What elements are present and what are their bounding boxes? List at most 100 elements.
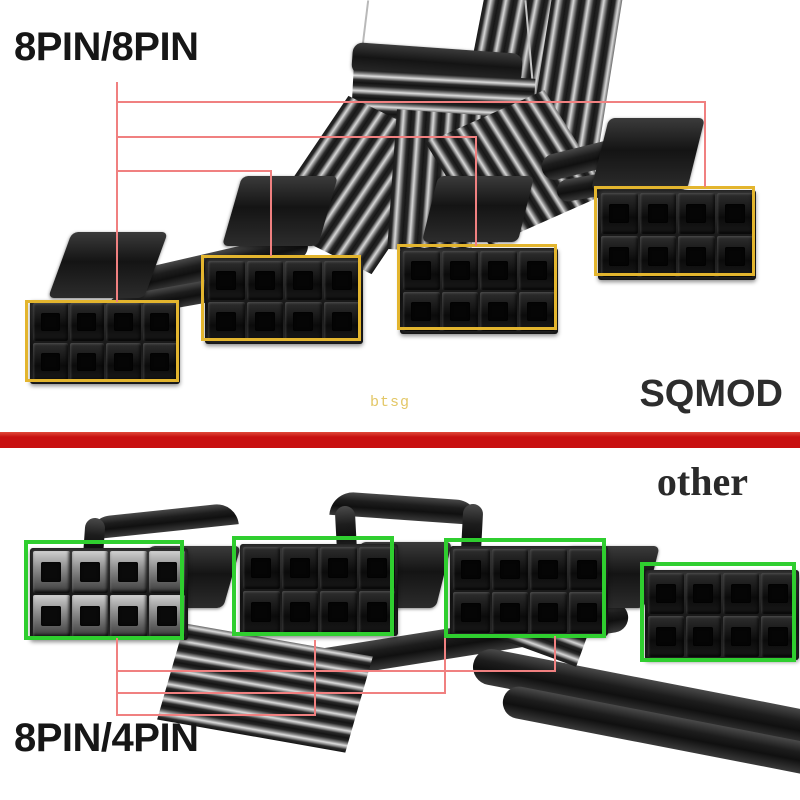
pin [639, 236, 676, 277]
pin [530, 549, 567, 590]
pin [601, 236, 638, 277]
highlight-box-top-1 [25, 300, 179, 382]
pin [285, 261, 322, 300]
connector-top-1 [30, 300, 180, 384]
pin [403, 292, 440, 331]
leader-vertical-bottom [116, 638, 118, 716]
arch-cable-left [87, 502, 239, 540]
highlight-box-bottom-3 [444, 538, 606, 638]
connector-bottom-2 [240, 544, 398, 636]
pin [518, 292, 555, 331]
pin [685, 616, 721, 657]
pin [243, 547, 280, 589]
pin [106, 343, 141, 381]
pin [71, 595, 108, 637]
highlight-box-top-2 [201, 255, 361, 341]
pin [142, 343, 177, 381]
cable-photo-bottom [0, 448, 800, 800]
leader-h-bottom-3 [116, 714, 316, 716]
leader-h-top-3 [116, 170, 271, 172]
pin [491, 549, 528, 590]
pin [358, 591, 395, 633]
pin [246, 302, 283, 341]
pin [320, 547, 357, 589]
highlight-box-bottom-2 [232, 536, 394, 636]
connector-top-3 [400, 248, 558, 334]
connector-bottom-3 [450, 546, 608, 636]
pin [760, 573, 796, 614]
pin [453, 592, 490, 633]
pin [106, 303, 141, 341]
pin [491, 592, 528, 633]
pin [246, 261, 283, 300]
pin [601, 193, 638, 234]
panel-top-8pin-8pin [25, 0, 756, 384]
pin [480, 292, 517, 331]
pin [243, 591, 280, 633]
pin [323, 302, 360, 341]
leader-h-top-1 [116, 101, 705, 103]
pin [208, 302, 245, 341]
pin [142, 303, 177, 341]
pin [33, 595, 70, 637]
leader-h-bottom-2 [116, 692, 446, 694]
pin [441, 292, 478, 331]
pin [148, 595, 185, 637]
highlight-box-top-3 [397, 244, 557, 330]
leader-h-top-2 [116, 136, 476, 138]
pin [568, 592, 605, 633]
pin [716, 193, 753, 234]
pin [320, 591, 357, 633]
pin [281, 547, 318, 589]
pin [723, 573, 759, 614]
pin [530, 592, 567, 633]
pin [403, 251, 440, 290]
label-bottom-connector-type: 8PIN/4PIN [14, 716, 199, 760]
shell-2 [221, 176, 339, 246]
pin [281, 591, 318, 633]
highlight-box-bottom-1 [24, 540, 184, 640]
pin [71, 551, 108, 593]
label-top-connector-type: 8PIN/8PIN [14, 25, 199, 69]
pin [568, 549, 605, 590]
pin [285, 302, 322, 341]
pin [639, 193, 676, 234]
pin [33, 303, 68, 341]
leader-v-top-2-end [475, 136, 477, 246]
pin [480, 251, 517, 290]
cable-photo-top [30, 0, 756, 384]
shell-4 [591, 118, 705, 190]
pin [648, 573, 684, 614]
shell-3 [421, 176, 535, 242]
leader-vertical-top [116, 82, 118, 302]
watermark-text: btsg [370, 394, 411, 411]
label-brand-other: other [656, 459, 748, 504]
leader-h-bottom-1 [116, 670, 556, 672]
divider-gloss [0, 432, 800, 437]
leader-v-top-3-end [270, 170, 272, 256]
leader-v-bottom-1-end [554, 636, 556, 672]
pin [678, 236, 715, 277]
pin [208, 261, 245, 300]
pin [723, 616, 759, 657]
pin [441, 251, 478, 290]
pin [69, 303, 104, 341]
pin [33, 343, 68, 381]
leader-v-bottom-3-end [314, 640, 316, 716]
pin [110, 595, 147, 637]
leader-v-bottom-2-end [444, 638, 446, 694]
section-divider [0, 432, 800, 448]
pin [323, 261, 360, 300]
pin [110, 551, 147, 593]
pin [358, 547, 395, 589]
pin [760, 616, 796, 657]
label-brand-sqmod: SQMOD [639, 373, 783, 415]
highlight-box-bottom-4 [640, 562, 796, 662]
pin [678, 193, 715, 234]
pin [716, 236, 753, 277]
pin [453, 549, 490, 590]
connector-bottom-1 [30, 548, 188, 640]
connector-top-2 [205, 258, 363, 344]
panel-bottom-8pin-4pin [0, 448, 800, 800]
